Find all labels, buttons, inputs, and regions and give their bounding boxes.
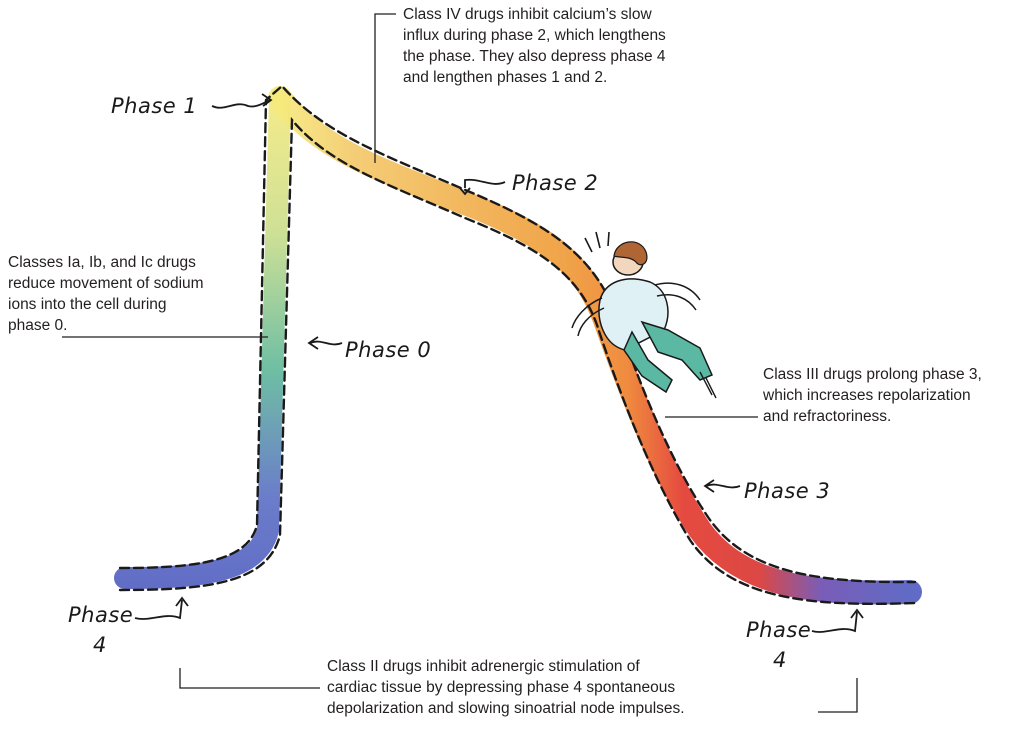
class-i-line-2: reduce movement of sodium <box>8 273 204 294</box>
class-iv-annotation: Class IV drugs inhibit calcium’s slow in… <box>403 4 666 88</box>
class-iv-line-3: the phase. They also depress phase 4 <box>403 46 666 67</box>
class-i-line-4: phase 0. <box>8 315 204 336</box>
phase-4-right-label-line1: Phase <box>746 618 811 642</box>
class-i-line-3: ions into the cell during <box>8 294 204 315</box>
class-iv-line-2: influx during phase 2, which lengthens <box>403 25 666 46</box>
class-iii-line-1: Class III drugs prolong phase 3, <box>763 364 982 385</box>
class-iii-line-2: which increases repolarization <box>763 385 982 406</box>
class-ii-line-2: cardiac tissue by depressing phase 4 spo… <box>327 677 685 698</box>
phase-4-right-label-group: Phase 4 <box>746 610 863 672</box>
phase-1-label: Phase 1 <box>111 94 197 118</box>
phase-1-label-group: Phase 1 <box>111 94 271 118</box>
phase-0-label-group: Phase 0 <box>309 337 431 362</box>
phase-4-left-label-group: Phase 4 <box>68 598 188 657</box>
class-iii-annotation: Class III drugs prolong phase 3, which i… <box>763 364 982 427</box>
class-ii-line-3: depolarization and slowing sinoatrial no… <box>327 698 685 719</box>
class-ii-line-1: Class II drugs inhibit adrenergic stimul… <box>327 656 685 677</box>
class-ii-leader-left <box>180 668 320 688</box>
phase-4-right-label-line2: 4 <box>773 648 787 672</box>
class-iv-line-4: and lengthen phases 1 and 2. <box>403 67 666 88</box>
phase-3-label-group: Phase 3 <box>705 479 830 503</box>
phase-2-label-group: Phase 2 <box>460 171 598 195</box>
action-potential-outline <box>120 86 915 604</box>
phase-3-label: Phase 3 <box>744 479 830 503</box>
class-iv-line-1: Class IV drugs inhibit calcium’s slow <box>403 4 666 25</box>
phase-4-left-label-line1: Phase <box>68 603 133 627</box>
class-iv-leader <box>375 14 396 163</box>
phase-0-label: Phase 0 <box>345 338 431 362</box>
class-i-annotation: Classes Ia, Ib, and Ic drugs reduce move… <box>8 252 204 336</box>
phase-4-left-label-line2: 4 <box>93 633 107 657</box>
phase-2-label: Phase 2 <box>512 171 598 195</box>
class-iii-line-3: and refractoriness. <box>763 406 982 427</box>
class-ii-annotation: Class II drugs inhibit adrenergic stimul… <box>327 656 685 719</box>
class-ii-leader-right <box>818 678 857 712</box>
class-i-line-1: Classes Ia, Ib, and Ic drugs <box>8 252 204 273</box>
